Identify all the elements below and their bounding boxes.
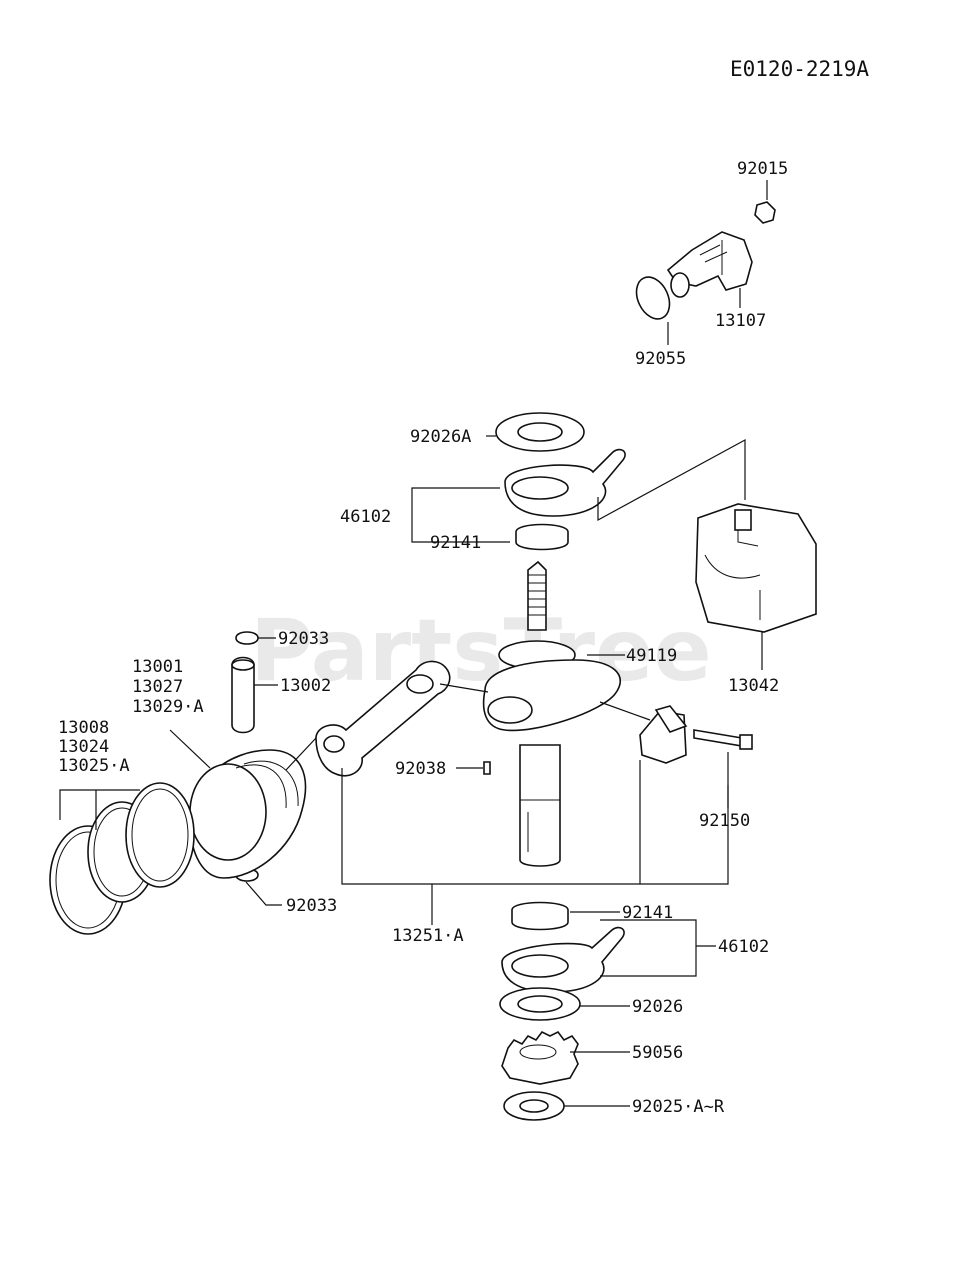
part-92025[interactable] <box>503 1091 565 1121</box>
part-13001-piston[interactable] <box>189 749 307 879</box>
label-13024[interactable]: 13024 <box>58 737 109 757</box>
part-92026A[interactable] <box>495 412 585 452</box>
part-46102-top[interactable] <box>504 448 626 517</box>
label-13008[interactable]: 13008 <box>58 718 109 738</box>
label-92150[interactable]: 92150 <box>699 811 750 831</box>
part-92141-top[interactable] <box>515 523 569 551</box>
label-13251A[interactable]: 13251·A <box>392 926 464 946</box>
part-46102-bot[interactable] <box>501 926 625 993</box>
label-92026A[interactable]: 92026A <box>410 427 471 447</box>
drawing-code: E0120-2219A <box>730 57 869 81</box>
label-49119[interactable]: 49119 <box>626 646 677 666</box>
part-92150[interactable] <box>693 729 753 750</box>
part-13008-rings[interactable] <box>49 782 195 935</box>
part-92038[interactable] <box>483 761 491 775</box>
label-92026[interactable]: 92026 <box>632 997 683 1017</box>
part-92015[interactable] <box>754 201 776 224</box>
part-92055[interactable] <box>630 272 676 325</box>
part-13251A-cap[interactable] <box>639 705 688 764</box>
part-13251A-rod[interactable] <box>315 660 451 777</box>
part-92141-bot[interactable] <box>511 901 569 931</box>
label-92038[interactable]: 92038 <box>395 759 446 779</box>
label-13042[interactable]: 13042 <box>728 676 779 696</box>
label-92033-top[interactable]: 92033 <box>278 629 329 649</box>
label-13002[interactable]: 13002 <box>280 676 331 696</box>
label-92015[interactable]: 92015 <box>737 159 788 179</box>
part-59056-gear[interactable] <box>501 1030 579 1085</box>
label-92033-bot[interactable]: 92033 <box>286 896 337 916</box>
watermark-text: PartsTree <box>250 601 712 701</box>
part-crank-web <box>482 659 621 867</box>
part-92026[interactable] <box>499 987 581 1021</box>
label-59056[interactable]: 59056 <box>632 1043 683 1063</box>
label-13025A[interactable]: 13025·A <box>58 756 130 776</box>
label-46102-bot[interactable]: 46102 <box>718 937 769 957</box>
label-92141-bot[interactable]: 92141 <box>622 903 673 923</box>
label-13029A[interactable]: 13029·A <box>132 697 204 717</box>
label-13107[interactable]: 13107 <box>715 311 766 331</box>
label-13027[interactable]: 13027 <box>132 677 183 697</box>
label-92055[interactable]: 92055 <box>635 349 686 369</box>
label-92141-top[interactable]: 92141 <box>430 533 481 553</box>
label-92025[interactable]: 92025·A~R <box>632 1097 725 1117</box>
part-13002[interactable] <box>231 656 255 734</box>
part-13107[interactable] <box>666 231 753 298</box>
part-13042[interactable] <box>695 503 817 633</box>
label-46102-top[interactable]: 46102 <box>340 507 391 527</box>
label-13001[interactable]: 13001 <box>132 657 183 677</box>
part-92033-top[interactable] <box>235 631 259 645</box>
